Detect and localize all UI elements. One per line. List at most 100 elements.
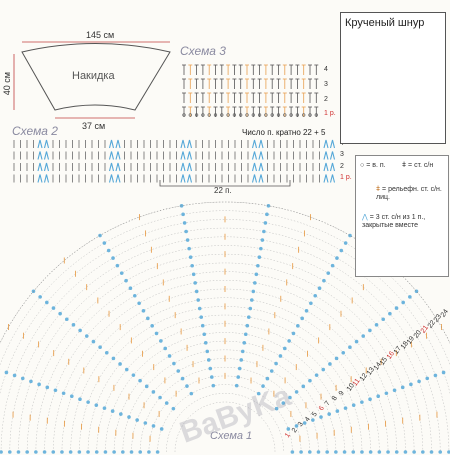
fan-cluster	[296, 324, 300, 328]
garment-name: Накидка	[72, 70, 115, 82]
schema1-title: Схема 1	[210, 430, 253, 442]
schema2-cluster	[37, 162, 43, 172]
fan-cluster	[53, 388, 58, 393]
schema2-title: Схема 2	[12, 124, 58, 138]
schema3-chain	[283, 113, 287, 117]
fan-row-arc	[139, 367, 311, 453]
schema2-cluster	[43, 151, 50, 160]
fan-cluster	[348, 345, 352, 349]
fan-cluster	[205, 349, 210, 354]
schema2-cluster	[186, 151, 193, 160]
fan-cluster	[102, 406, 107, 410]
schema2-cluster	[115, 139, 121, 149]
fan-cluster	[302, 421, 307, 425]
schema2-cluster	[329, 139, 336, 149]
fan-cluster	[115, 263, 120, 268]
fan-cluster	[78, 328, 82, 333]
cord-title: Крученый шнур	[345, 17, 425, 29]
fan-cluster	[119, 412, 123, 416]
fan-cluster	[322, 278, 326, 283]
fan-cluster	[7, 450, 12, 454]
schema3-chain	[207, 113, 211, 117]
fan-cluster	[124, 278, 128, 283]
fan-cluster	[45, 385, 50, 390]
fan-cluster	[4, 370, 9, 375]
fan-cluster	[16, 450, 21, 454]
schema2-cluster	[329, 162, 336, 172]
fan-cluster	[304, 309, 309, 313]
fan-cluster	[176, 369, 181, 373]
fan-cluster	[429, 450, 434, 454]
fan-cluster	[288, 395, 292, 400]
fan-cluster	[131, 373, 136, 377]
fan-cluster	[112, 450, 116, 454]
fan-cluster	[119, 271, 124, 275]
fan-cluster	[368, 397, 372, 402]
schema2-cluster	[43, 162, 50, 172]
fan-cluster	[110, 409, 115, 413]
fan-cluster	[184, 229, 188, 234]
fan-cluster	[29, 379, 33, 384]
fan-cluster	[138, 378, 142, 383]
fan-row-arc	[44, 271, 406, 453]
fan-cluster	[147, 450, 151, 454]
fan-cluster	[171, 406, 176, 411]
fan-cluster	[236, 375, 241, 379]
schema2-cluster	[258, 151, 264, 160]
fan-cluster	[287, 339, 291, 343]
height-label: 40 см	[2, 72, 12, 96]
schema3-chain	[201, 113, 205, 117]
fan-cluster	[118, 362, 122, 366]
schema3-chain	[213, 113, 218, 117]
fan-cluster	[317, 286, 322, 291]
schema3-chain	[245, 113, 249, 117]
fan-cluster	[348, 233, 352, 238]
fan-cluster	[388, 311, 392, 316]
fan-cluster	[143, 421, 148, 425]
schema2-cluster	[37, 151, 43, 160]
fan-cluster	[394, 306, 399, 310]
fan-cluster	[301, 384, 306, 389]
cord-inset: Крученый шнур	[340, 12, 446, 144]
fan-cluster	[354, 339, 359, 344]
fan-cluster	[163, 346, 168, 351]
fan-cluster	[335, 256, 339, 260]
fan-cluster	[45, 300, 49, 305]
fan-cluster	[351, 450, 356, 454]
schema2-cluster	[323, 174, 329, 183]
legend-cluster: ⋀ = 3 ст. с/н из 1 п., закрытые вместе	[362, 214, 426, 229]
fan-cluster	[182, 221, 187, 225]
fan-cluster	[339, 248, 344, 253]
fan-cluster	[269, 369, 274, 373]
fan-cluster	[307, 450, 312, 454]
schema3-chain	[308, 113, 312, 117]
fan-cluster	[154, 331, 159, 336]
fan-cluster	[314, 373, 319, 377]
schema2-grid	[13, 139, 336, 183]
fan-cluster	[132, 293, 137, 298]
schema2-cluster	[115, 162, 121, 172]
schema3-chain	[258, 113, 262, 117]
fan-cluster	[341, 350, 346, 355]
fan-cluster	[325, 450, 329, 454]
schema2-cluster	[251, 151, 258, 160]
schema3-chain	[232, 113, 236, 117]
fan-cluster	[194, 289, 199, 294]
fan-cluster	[376, 394, 381, 399]
fan-cluster	[86, 400, 90, 404]
schema2-cluster	[251, 139, 258, 149]
fan-cluster	[384, 391, 389, 396]
schema2-cluster	[37, 139, 43, 149]
top-width-label: 145 см	[86, 30, 115, 40]
fan-cluster	[335, 409, 340, 413]
schema2-cluster	[180, 162, 186, 172]
fan-cluster	[200, 323, 205, 328]
schema3-row-1: 1 р.	[324, 110, 336, 117]
fan-cluster	[42, 450, 47, 454]
fan-cluster	[311, 418, 315, 422]
schema3-chain	[239, 113, 243, 117]
fan-cluster	[137, 301, 141, 306]
fan-cluster	[199, 315, 204, 319]
fan-cluster	[78, 397, 82, 402]
fan-cluster	[321, 367, 326, 372]
